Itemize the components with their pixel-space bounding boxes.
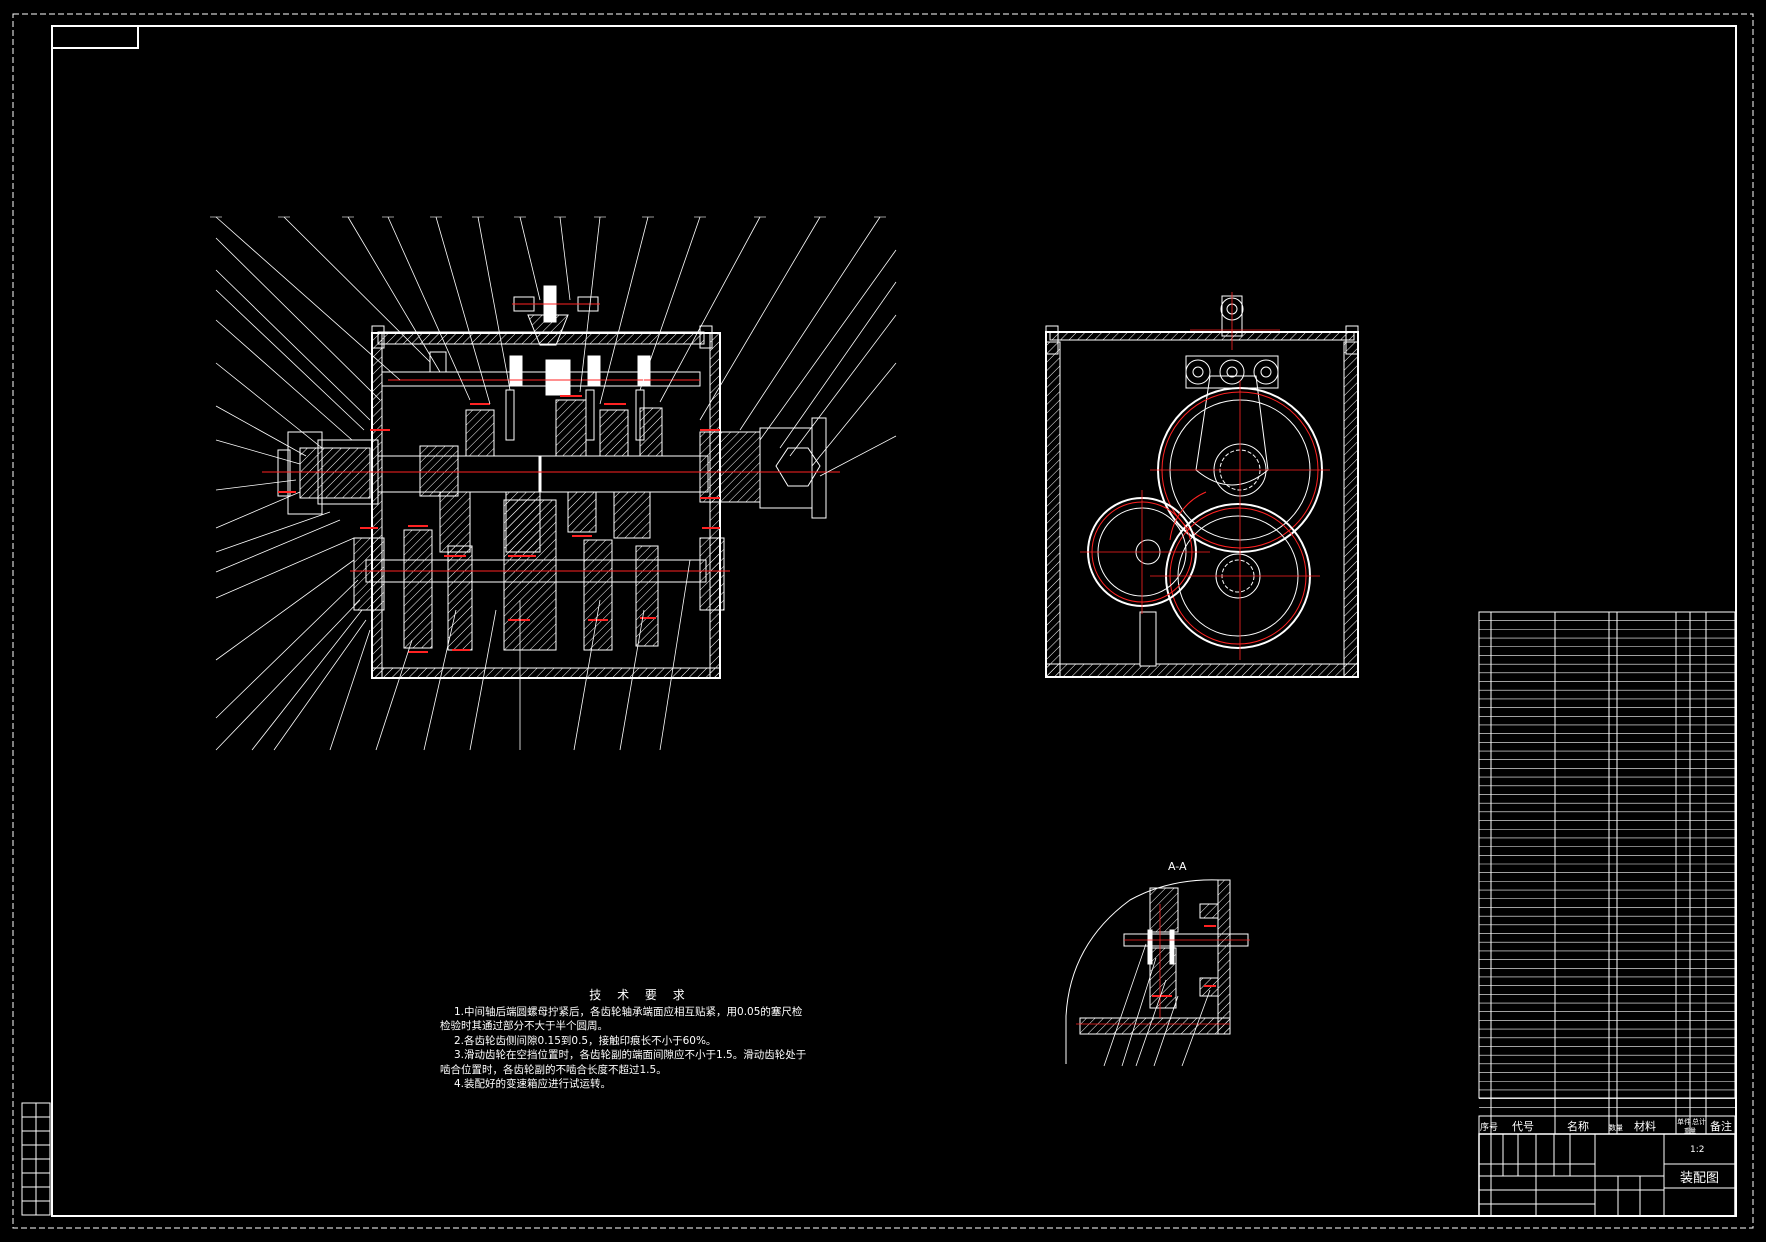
main-gearbox-section-view <box>210 216 897 751</box>
parts-list-table <box>1478 611 1736 1135</box>
requirement-line: 4.装配好的变速箱应进行试运转。 <box>454 1078 612 1090</box>
col-header-name: 名称 <box>1567 1119 1589 1133</box>
drawing-scale: 1:2 <box>1690 1145 1704 1155</box>
requirement-line: 1.中间轴后端圆螺母拧紧后，各齿轮轴承端面应相互贴紧，用0.05的塞尺检 <box>454 1005 803 1018</box>
section-a-a-label: A-A <box>1168 860 1187 873</box>
inner-frame <box>51 25 1737 1217</box>
requirement-line: 3.滑动齿轮在空挡位置时，各齿轮副的端面间隙应不小于1.5。滑动齿轮处于 <box>454 1049 807 1061</box>
requirement-line: 检验时其通过部分不大于半个圆周。 <box>440 1020 608 1032</box>
col-header-weight: 重量 <box>1684 1127 1696 1135</box>
drawing-name: 装配图 <box>1680 1171 1719 1186</box>
col-header-unit: 单件 <box>1677 1117 1691 1126</box>
col-header-no: 序号 <box>1480 1121 1498 1133</box>
col-header-material: 材料 <box>1634 1119 1656 1133</box>
col-header-code: 代号 <box>1512 1120 1534 1133</box>
section-a-a-view <box>1065 879 1250 1067</box>
side-end-view <box>1045 292 1359 678</box>
requirement-line: 啮合位置时，各齿轮副的不啮合长度不超过1.5。 <box>440 1063 667 1076</box>
title-block <box>1478 1133 1736 1217</box>
requirement-line: 2.各齿轮齿侧间隙0.15到0.5，接触印痕长不小于60%。 <box>454 1034 717 1047</box>
title-block-text: 序号 代号 名称 数量 材料 单件 总计 重量 备注 1:2 装配图 A-A <box>1168 860 1732 1186</box>
left-margin-strip <box>21 1102 51 1216</box>
col-header-qty: 数量 <box>1609 1123 1623 1132</box>
col-header-total: 总计 <box>1692 1117 1706 1126</box>
technical-requirements: 技 术 要 求 1.中间轴后端圆螺母拧紧后，各齿轮轴承端面应相互贴紧，用0.05… <box>440 988 840 1092</box>
technical-requirements-title: 技 术 要 求 <box>589 988 691 1002</box>
col-header-remark: 备注 <box>1710 1119 1732 1133</box>
corner-box <box>51 25 139 49</box>
outer-border <box>12 13 1754 1229</box>
